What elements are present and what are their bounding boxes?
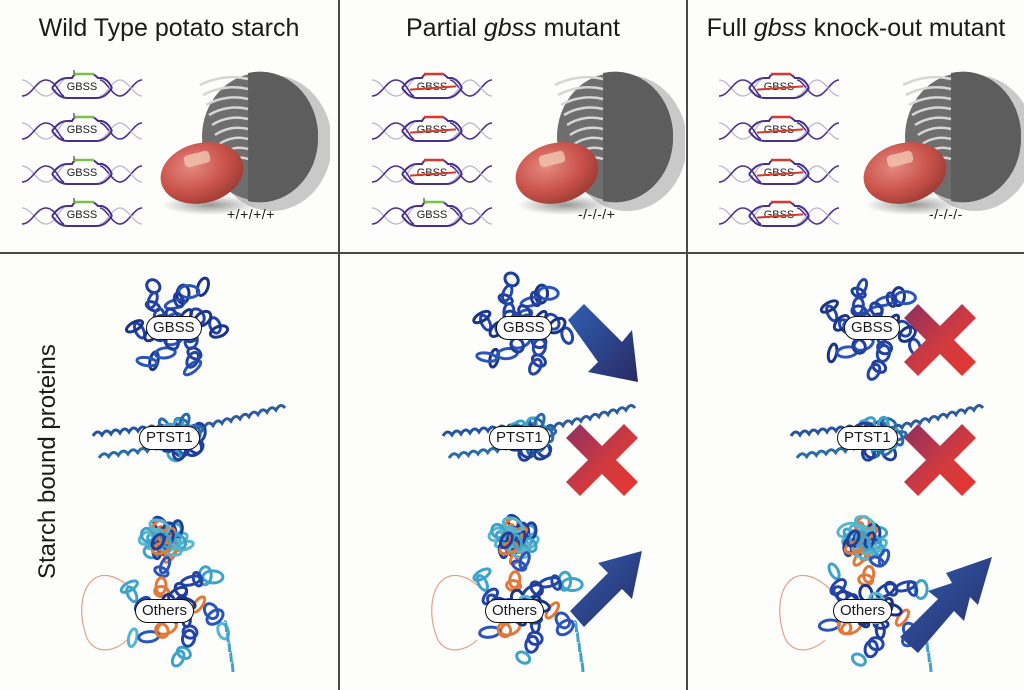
column-title-wild-type: Wild Type potato starch (0, 14, 338, 43)
gene-label: GBSS (66, 167, 98, 179)
title-text: Wild Type potato starch (38, 14, 300, 42)
starch-granule-potato-illustration (160, 65, 332, 220)
gene-label: GBSS (761, 167, 797, 179)
change-marker-gbss-absent (898, 298, 982, 387)
genotype-label: +/+/+/+ (227, 206, 275, 222)
protein-label-gbss: GBSS (496, 316, 552, 340)
change-marker-others-strong-increase (894, 543, 1004, 658)
dna-helix-icon (718, 200, 840, 227)
starch-granule-icon (863, 71, 1024, 215)
gbss-allele-knockout: GBSS (718, 70, 840, 102)
gbss-allele-active: GBSS (21, 66, 143, 102)
title-gene-italic: gbss (483, 14, 537, 42)
column-title-partial-mutant: Partial gbss mutant (340, 14, 686, 43)
dna-helix-icon (371, 72, 493, 99)
genotype-label: -/-/-/+ (578, 206, 616, 222)
potato-icon (863, 142, 947, 204)
double-arrow-up-right-icon (900, 557, 992, 653)
title-gene-italic: gbss (753, 14, 807, 42)
cross-icon (904, 304, 976, 376)
protein-label-gbss: GBSS (146, 316, 202, 340)
dna-helix-icon (21, 66, 143, 99)
protein-label-ptst1: PTST1 (489, 426, 550, 450)
gene-label: GBSS (66, 81, 98, 93)
starch-granule-potato-illustration (863, 65, 1024, 220)
gene-label: GBSS (66, 124, 98, 136)
title-text: Partial (406, 14, 484, 42)
column-divider-1 (338, 0, 340, 690)
title-text: knock-out mutant (806, 14, 1006, 42)
protein-label-others: Others (485, 599, 545, 623)
cross-icon (566, 424, 638, 496)
gbss-allele-active: GBSS (21, 109, 143, 145)
gene-label: GBSS (761, 81, 797, 93)
protein-label-others: Others (833, 599, 893, 623)
protein-label-gbss: GBSS (844, 316, 900, 340)
gene-label: GBSS (66, 209, 98, 221)
protein-label-others: Others (135, 599, 195, 623)
dna-helix-icon (371, 194, 493, 227)
column-divider-2 (686, 0, 688, 690)
title-text: mutant (536, 14, 620, 42)
arrow-up-right-icon (570, 551, 642, 627)
change-marker-gbss-decrease (560, 298, 650, 393)
dna-helix-icon (718, 158, 840, 185)
title-text: Full (706, 14, 754, 42)
starch-granule-potato-illustration (515, 65, 687, 220)
protein-label-ptst1: PTST1 (139, 426, 200, 450)
dna-helix-icon (21, 194, 143, 227)
column-title-full-knockout: Full gbss knock-out mutant (688, 14, 1024, 43)
gene-label: GBSS (761, 209, 797, 221)
gene-label: GBSS (761, 124, 797, 136)
protein-structure-others (75, 512, 265, 682)
gene-label: GBSS (414, 124, 450, 136)
change-marker-others-increase (560, 545, 650, 640)
change-marker-ptst1-absent (560, 418, 644, 507)
dna-helix-icon (718, 115, 840, 142)
gbss-allele-active: GBSS (21, 194, 143, 230)
gbss-allele-knockout: GBSS (371, 113, 493, 145)
gbss-allele-knockout: GBSS (718, 113, 840, 145)
gbss-allele-active: GBSS (21, 152, 143, 188)
dna-helix-icon (21, 109, 143, 142)
genotype-label: -/-/-/- (929, 206, 963, 222)
gene-label: GBSS (416, 209, 448, 221)
gene-label: GBSS (414, 167, 450, 179)
others-structure-icon (81, 515, 235, 673)
dna-helix-icon (371, 158, 493, 185)
gbss-allele-active: GBSS (371, 194, 493, 230)
potato-icon (160, 142, 244, 204)
gbss-allele-knockout: GBSS (718, 156, 840, 188)
row-divider (0, 252, 1024, 254)
cross-icon (904, 424, 976, 496)
dna-helix-icon (371, 115, 493, 142)
arrow-down-right-icon (568, 304, 638, 382)
potato-icon (515, 142, 599, 204)
starch-granule-icon (515, 71, 687, 215)
starch-granule-icon (160, 71, 332, 215)
protein-label-ptst1: PTST1 (837, 426, 898, 450)
gbss-allele-knockout: GBSS (718, 198, 840, 230)
gene-label: GBSS (414, 81, 450, 93)
gbss-allele-knockout: GBSS (371, 70, 493, 102)
dna-helix-icon (718, 72, 840, 99)
gbss-allele-knockout: GBSS (371, 156, 493, 188)
row-label: Starch bound proteins (34, 344, 61, 579)
change-marker-ptst1-absent (898, 418, 982, 507)
